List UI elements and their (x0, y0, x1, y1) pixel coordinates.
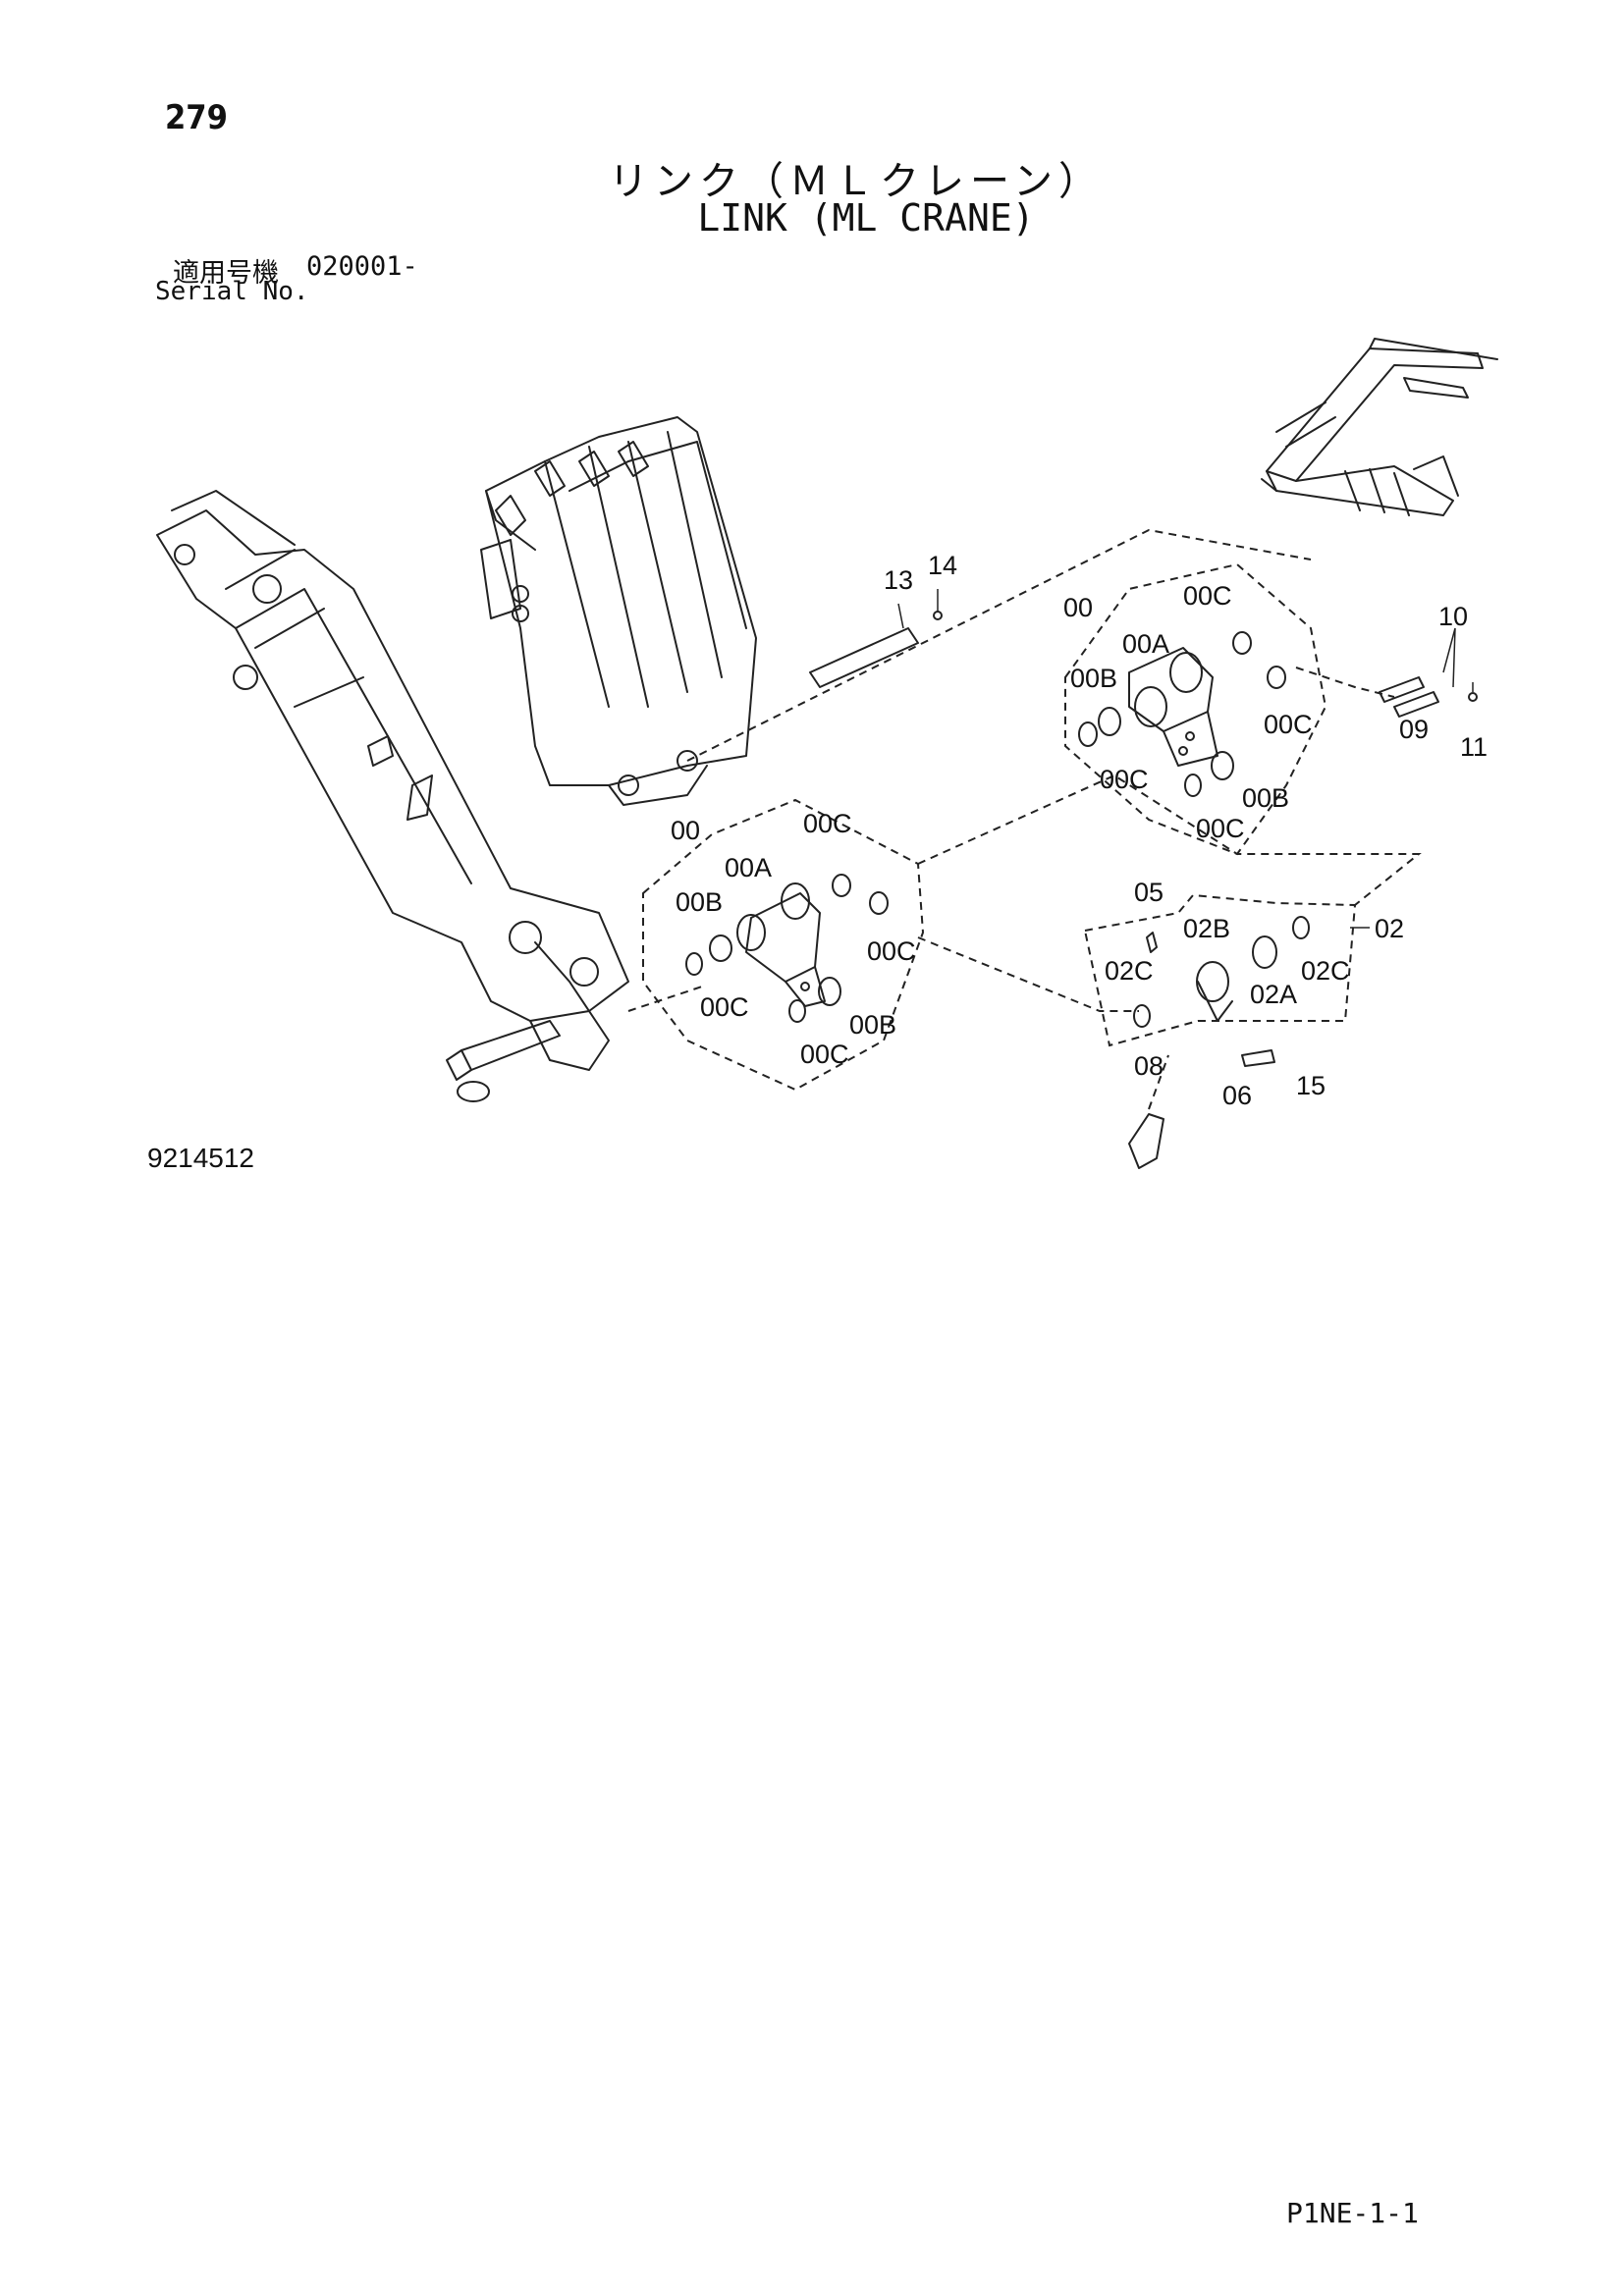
callout-02C-1: 02C (1105, 956, 1154, 986)
callout-lower-00C-2: 00C (867, 936, 916, 966)
part-08 (1128, 1113, 1164, 1169)
callout-lower-00B-1: 00B (676, 887, 723, 917)
title-english: LINK (ML CRANE) (697, 196, 1035, 240)
callout-lower-00B-2: 00B (849, 1010, 896, 1040)
callout-upper-00B-2: 00B (1242, 783, 1289, 813)
footer-code: P1NE-1-1 (1286, 2197, 1419, 2229)
callout-15: 15 (1296, 1071, 1326, 1100)
callout-09: 09 (1399, 715, 1429, 744)
callout-13: 13 (884, 565, 913, 595)
callout-upper-00C-2: 00C (1264, 710, 1313, 739)
part-14 (933, 611, 943, 620)
pin-13 (809, 627, 919, 688)
lower-assembly-boundary (642, 798, 925, 1092)
callout-06: 06 (1222, 1081, 1252, 1110)
callout-lower-00C-4: 00C (800, 1040, 849, 1069)
upper-assembly-boundary (1064, 562, 1327, 856)
bucket-illustration (480, 416, 757, 806)
callout-lower-00: 00 (671, 816, 700, 845)
callout-02: 02 (1375, 914, 1404, 943)
serial-label-japanese: 適用号機 (173, 258, 279, 289)
callout-upper-00B-1: 00B (1070, 664, 1117, 693)
lower-link-assembly (685, 874, 889, 1023)
callout-lower-00C-3: 00C (700, 992, 749, 1022)
callout-08: 08 (1134, 1051, 1164, 1081)
callout-upper-00C-1: 00C (1183, 581, 1232, 611)
callout-02A: 02A (1250, 980, 1297, 1009)
callout-lower-00C-1: 00C (803, 809, 852, 838)
upper-link-assembly (1078, 631, 1286, 797)
callout-10: 10 (1438, 602, 1468, 631)
callout-05: 05 (1134, 878, 1164, 907)
callout-upper-00: 00 (1063, 593, 1093, 622)
callout-upper-00C-4: 00C (1196, 814, 1245, 843)
callout-02C-2: 02C (1301, 956, 1350, 986)
drawing-number: 9214512 (147, 1143, 255, 1173)
callout-lower-00A: 00A (725, 853, 772, 882)
overview-excavator-illustration (1261, 338, 1498, 516)
callout-11: 11 (1460, 732, 1488, 762)
callout-upper-00A: 00A (1122, 629, 1169, 659)
serial-value: 020001- (306, 251, 418, 282)
page-number: 279 (165, 98, 228, 137)
callout-02B: 02B (1183, 914, 1230, 943)
serial-label-english: Serial No. (155, 277, 309, 306)
callout-14: 14 (928, 551, 957, 580)
title-japanese: リンク（ＭＬクレーン） (609, 159, 1104, 204)
callout-upper-00C-3: 00C (1100, 765, 1149, 794)
arm-illustration (156, 490, 629, 1102)
